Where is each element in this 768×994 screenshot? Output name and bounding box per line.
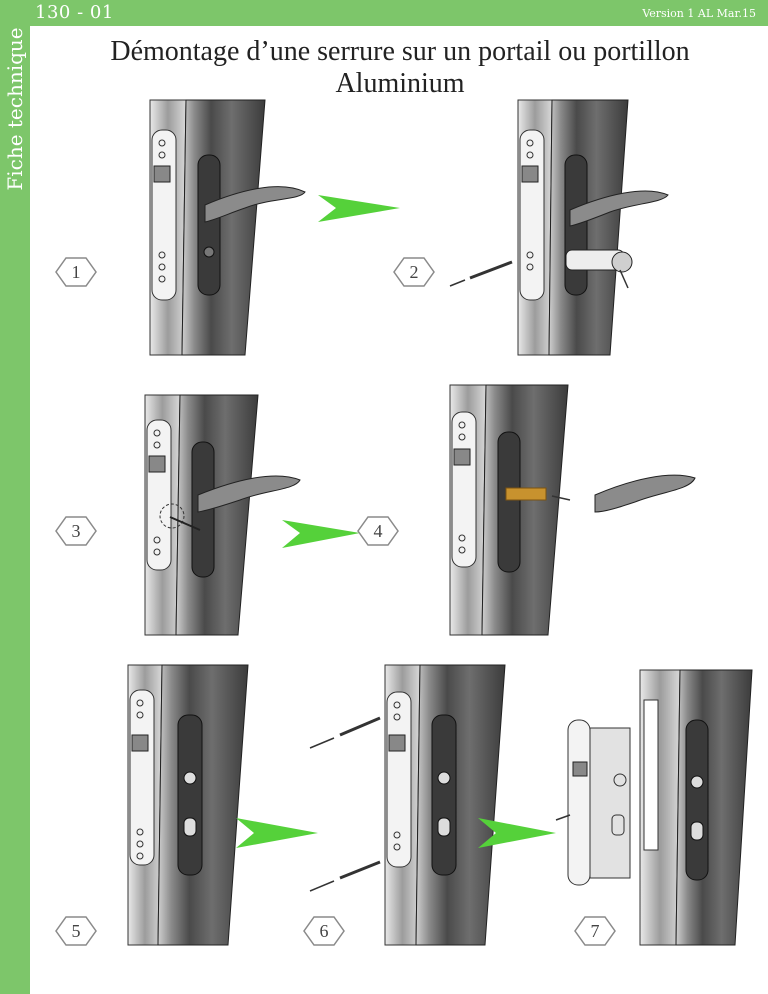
step-4-illustration	[449, 384, 696, 636]
step-5-badge	[55, 916, 97, 946]
step-3-number: 3	[71, 521, 81, 541]
step-7-number: 7	[590, 921, 600, 941]
step-4-number: 4	[373, 521, 383, 541]
document-reference: 130 - 01	[35, 2, 114, 23]
step-arrow-3-4	[282, 520, 360, 548]
step-4-badge	[357, 516, 399, 546]
step-6-illustration	[309, 664, 506, 946]
step-1-badge	[55, 257, 97, 287]
step-7-badge	[574, 916, 616, 946]
step-1-illustration	[149, 99, 306, 356]
sidebar-band	[0, 0, 30, 994]
step-2-badge	[393, 257, 435, 287]
step-3-illustration	[144, 394, 301, 636]
step-1-number: 1	[71, 262, 81, 282]
step-7-illustration	[555, 669, 753, 946]
step-6-badge	[303, 916, 345, 946]
step-3-badge	[55, 516, 97, 546]
step-6-number: 6	[319, 921, 329, 941]
step-2-illustration	[449, 99, 669, 356]
title-line-2: Aluminium	[335, 68, 465, 99]
step-5-number: 5	[71, 921, 81, 941]
title-line-1: Démontage d’une serrure sur un portail o…	[110, 36, 690, 67]
step-arrow-5-6	[236, 818, 318, 848]
step-2-number: 2	[409, 262, 419, 282]
step-arrow-6-7	[478, 818, 556, 848]
step-badges	[55, 257, 616, 946]
header-bar	[0, 0, 768, 26]
step-arrow-1-2	[318, 195, 400, 222]
step-5-illustration	[127, 664, 249, 946]
document-version: Version 1 AL Mar.15	[642, 7, 756, 20]
page-title: Démontage d’une serrure sur un portail o…	[40, 36, 760, 100]
